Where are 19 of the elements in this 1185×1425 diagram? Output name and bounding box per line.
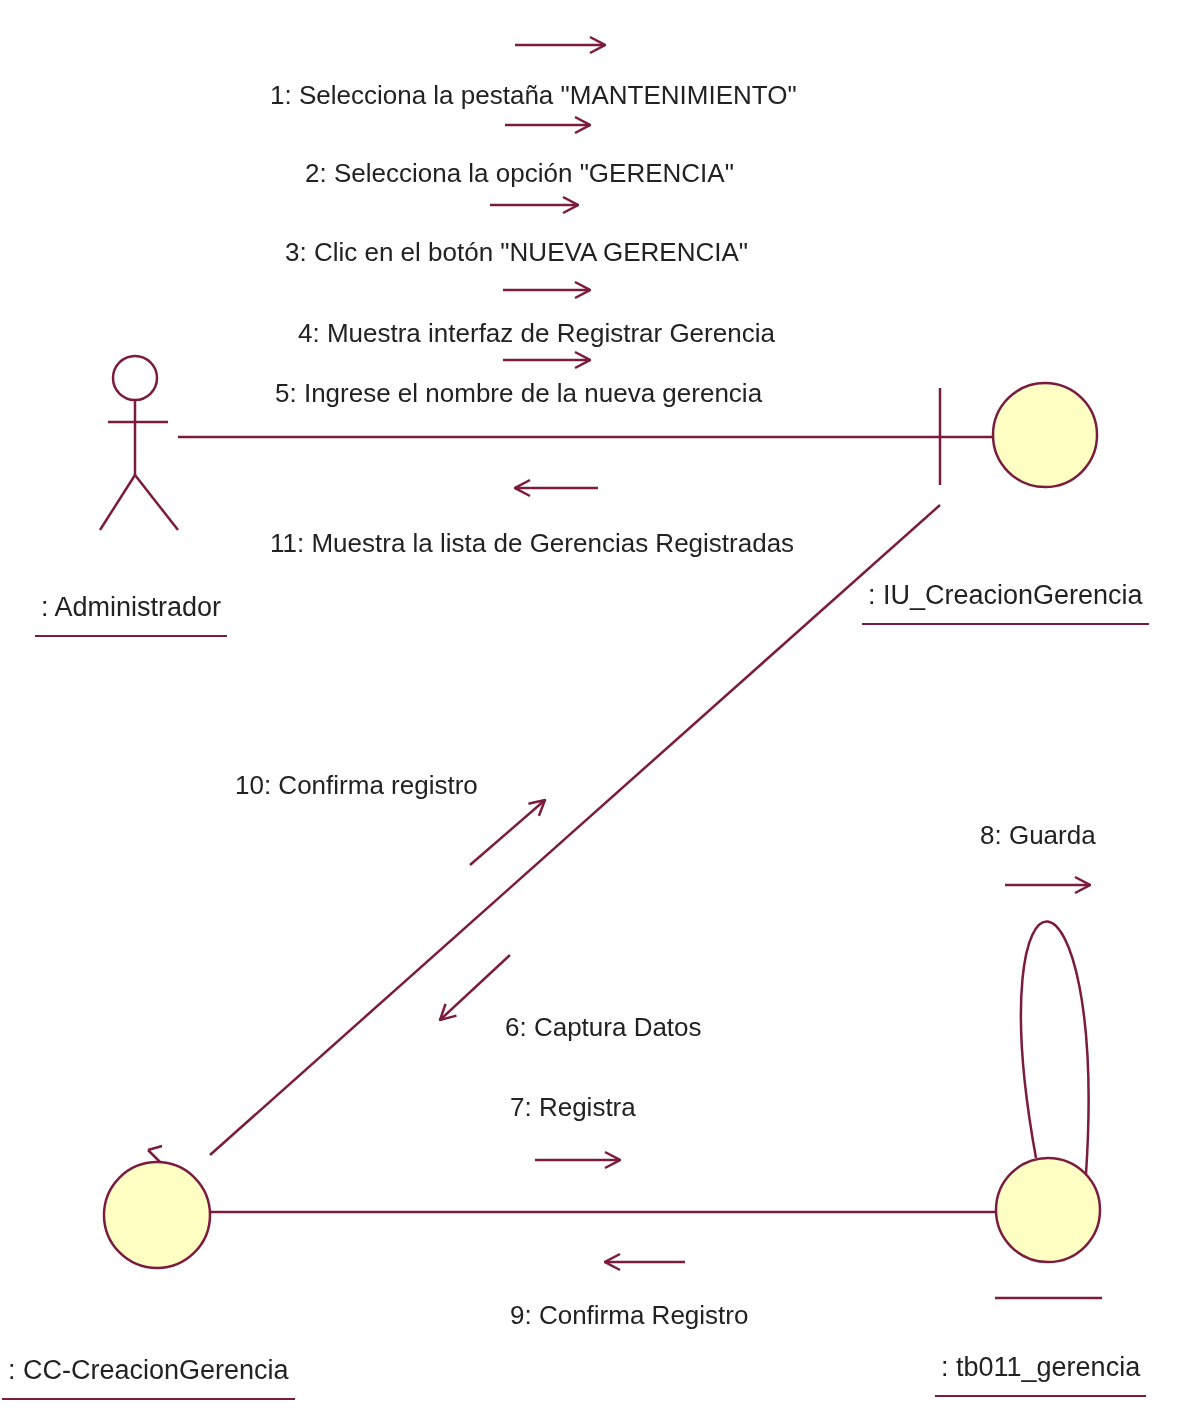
message-label: 6: Captura Datos [505, 1012, 702, 1043]
link-line [210, 1210, 995, 1214]
link-line [209, 504, 941, 1156]
message-label: 8: Guarda [980, 820, 1096, 851]
link-line [1019, 920, 1090, 1175]
message-label: 11: Muestra la lista de Gerencias Registradas [270, 528, 795, 559]
message-label: 3: Clic en el botón "NUEVA GERENCIA" [285, 237, 749, 268]
link-line [178, 435, 940, 439]
object-name: : tb011_gerencia [935, 1352, 1147, 1397]
message-label: 9: Confirma Registro [510, 1300, 749, 1331]
message-label: 7: Registra [510, 1092, 636, 1123]
object-name: : CC-CreacionGerencia [2, 1355, 295, 1400]
message-label: 4: Muestra interfaz de Registrar Gerencia [298, 318, 775, 349]
object-name: : IU_CreacionGerencia [862, 580, 1149, 625]
message-label: 1: Selecciona la pestaña "MANTENIMIENTO" [270, 80, 797, 111]
message-label: 10: Confirma registro [235, 770, 478, 801]
message-label: 5: Ingrese el nombre de la nueva gerencia [275, 378, 763, 409]
message-label: 2: Selecciona la opción "GERENCIA" [305, 158, 734, 189]
object-name: : Administrador [35, 592, 228, 637]
